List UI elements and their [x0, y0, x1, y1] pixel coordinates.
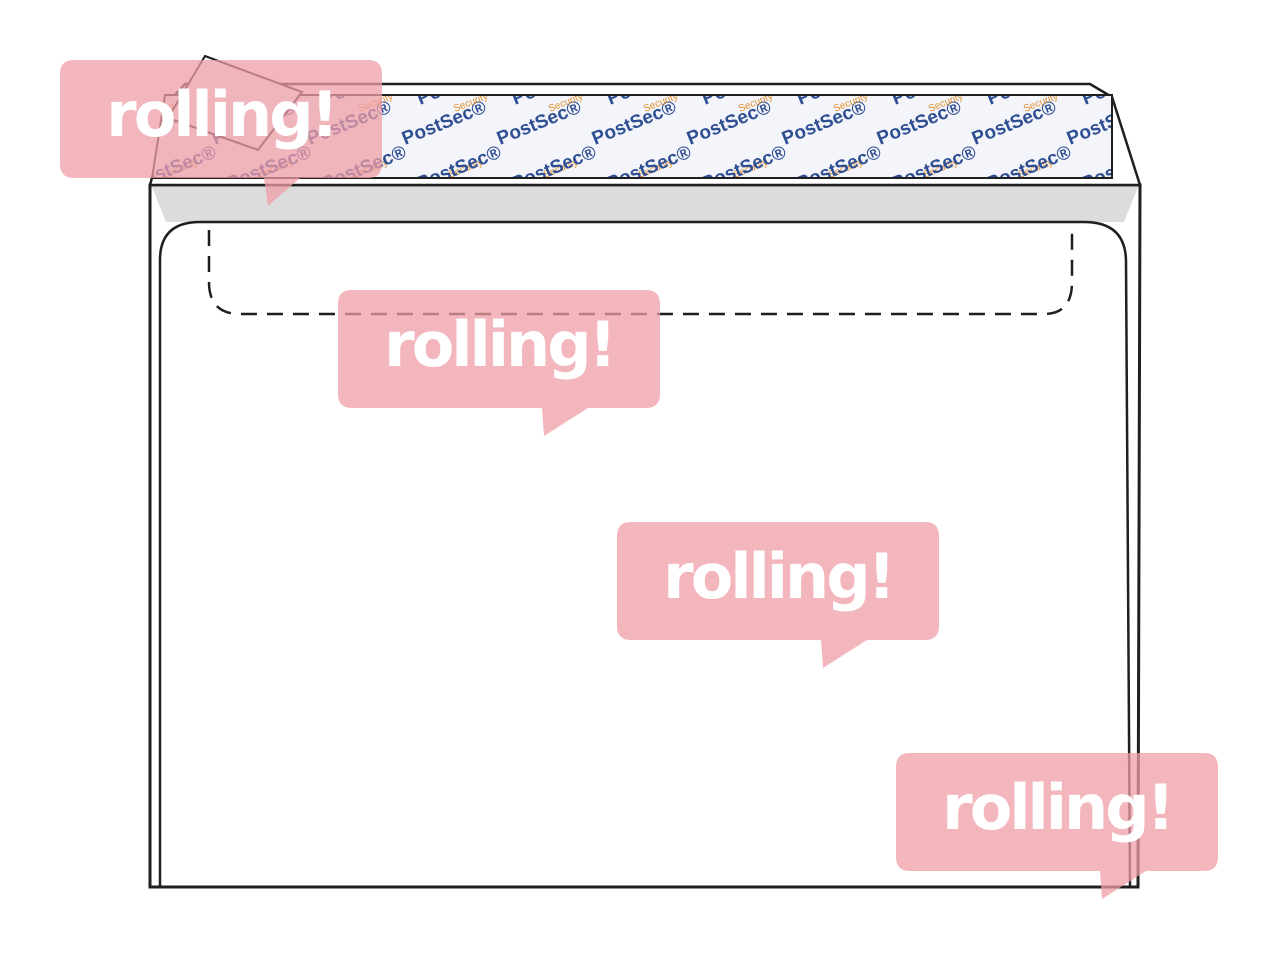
strip-pattern-text: Security: [1117, 91, 1155, 115]
strip-pattern-text: PostSec®: [1159, 97, 1249, 150]
strip-pattern-text: PostSec®: [1079, 57, 1169, 110]
envelope-inner-pocket: [158, 220, 1132, 888]
envelope-inner-band: [152, 187, 1138, 222]
strip-pattern-text: PostSec®: [1174, 142, 1264, 195]
watermark-2: rolling!: [338, 290, 660, 436]
watermark-3: rolling!: [617, 522, 939, 668]
watermark-text: rolling!: [384, 308, 617, 381]
watermark-text: rolling!: [106, 78, 339, 151]
strip-pattern-text: PostSec®: [1174, 57, 1264, 110]
watermark-4: rolling!: [896, 753, 1218, 899]
watermark-text: rolling!: [663, 540, 896, 613]
watermark-1: rolling!: [60, 60, 382, 206]
watermark-text: rolling!: [942, 771, 1175, 844]
